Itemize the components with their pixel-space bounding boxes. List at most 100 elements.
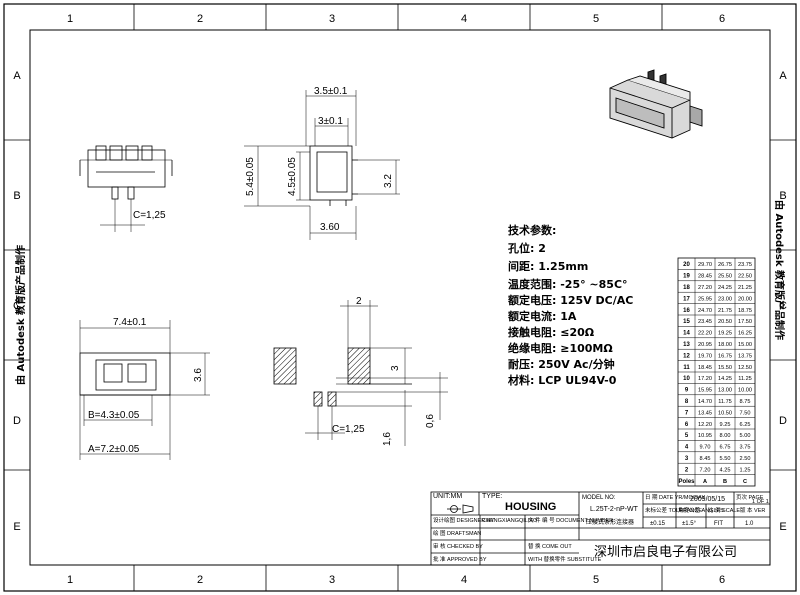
table-cell: 9.70 (700, 445, 711, 451)
dim-3-2: 3.2 (383, 174, 394, 188)
table-cell: 12 (683, 353, 690, 359)
table-cell: 10.95 (698, 433, 712, 439)
tb-date-value: 2009/05/15 (690, 496, 725, 503)
table-cell: 25.50 (718, 274, 732, 280)
table-cell: 18.45 (698, 365, 712, 371)
dim-3-60: 3.60 (320, 222, 340, 233)
tb-come-label: 替 换 COME OUT (528, 542, 572, 550)
table-cell: 13.45 (698, 410, 712, 416)
table-cell: 3 (685, 456, 689, 462)
dim-fp-0-6: 0,6 (425, 414, 436, 428)
table-cell: 16.25 (738, 331, 752, 337)
table-cell: 18 (683, 285, 690, 291)
tb-model-label: MODEL NO: (582, 495, 616, 501)
row-label: A (13, 70, 21, 82)
table-cell: 24.70 (698, 308, 712, 314)
tb-company: 深圳市启良电子有限公司 (594, 544, 737, 560)
table-cell: 13 (683, 342, 690, 348)
table-cell: 23.00 (718, 296, 732, 302)
row-label: A (779, 70, 787, 82)
table-cell: 1.25 (740, 467, 751, 473)
table-cell: 24.25 (718, 285, 732, 291)
table-header-cell: C (743, 479, 747, 485)
row-label: D (779, 415, 787, 427)
tb-page-label: 页次 PAGE (736, 493, 764, 501)
table-cell: 23.75 (738, 262, 752, 268)
spec-line: 额定电压: 125V DC/AC (508, 293, 633, 307)
table-cell: 15.50 (718, 365, 732, 371)
col-label: 3 (329, 13, 335, 25)
table-cell: 5 (685, 433, 689, 439)
spec-line: 额定电流: 1A (508, 309, 577, 323)
table-cell: 20.95 (698, 342, 712, 348)
table-cell: 10 (683, 376, 690, 382)
row-label: E (13, 521, 20, 533)
tb-model-value: L.25T-2-nP-WT (590, 506, 639, 513)
table-cell: 2 (685, 467, 689, 473)
col-label: 4 (461, 13, 467, 25)
table-cell: 9 (685, 388, 689, 394)
tb-approved-label: 批 准 APPROVED BY (433, 555, 487, 563)
tb-angle-label: 角度公差 ANGLES (678, 506, 724, 514)
tb-designer-label: 设计绘图 DESIGNER BY (433, 516, 494, 524)
tb-type-value: HOUSING (505, 501, 556, 513)
tb-date-label: 日 期 DATE YR/MO/DAY (645, 494, 706, 501)
tb-tol-label: 未标公差 TOLERANCE (645, 506, 702, 514)
tb-tol-value: ±0.15 (650, 521, 666, 527)
table-cell: 8.75 (740, 399, 751, 405)
table-cell: 25.95 (698, 296, 712, 302)
dim-a-7-2: A=7.2±0.05 (88, 444, 140, 455)
table-cell: 17 (683, 296, 690, 302)
dim-3-6: 3.6 (193, 368, 204, 382)
table-cell: 18.00 (718, 342, 732, 348)
title-block (430, 491, 771, 566)
zone-ticks (4, 4, 796, 591)
table-cell: 7.20 (700, 467, 711, 473)
tb-unit: UNIT:MM (433, 493, 462, 500)
side-watermark-left: 由 Autodesk 教育版产品制作 (14, 245, 27, 385)
table-cell: 5.50 (720, 456, 731, 462)
dim-b-4-3: B=4.3±0.05 (88, 410, 140, 421)
tb-scale-value: FIT (714, 521, 723, 527)
spec-line: 孔位: 2 (508, 241, 546, 255)
table-cell: 13.75 (738, 353, 752, 359)
table-cell: 19 (683, 274, 690, 280)
table-cell: 6 (685, 422, 689, 428)
table-cell: 20.00 (738, 296, 752, 302)
col-label: 2 (197, 13, 203, 25)
table-cell: 16 (683, 308, 690, 314)
row-label: C (13, 300, 21, 312)
table-cell: 23.45 (698, 319, 712, 325)
column-labels: 1 2 3 4 5 6 1 2 3 4 5 6 (67, 13, 725, 586)
row-labels: A B C D E A B C D E (13, 70, 787, 533)
table-cell: 11 (683, 365, 690, 371)
table-cell: 26.75 (718, 262, 732, 268)
table-cell: 11.25 (738, 376, 752, 382)
table-cell: 3.75 (740, 445, 751, 451)
col-label: 4 (461, 574, 467, 586)
table-cell: 17.20 (698, 376, 712, 382)
tb-scale-label: 比 例 SCALE (708, 506, 740, 514)
dim-fp-1-6: 1,6 (382, 432, 393, 446)
col-label: 5 (593, 574, 599, 586)
table-cell: 20 (683, 262, 690, 268)
tb-page-value: 1 OF 1 (752, 499, 769, 505)
table-cell: 14 (683, 331, 690, 337)
tb-doc-label: 文 件 编 号 DOCUMENT NUMBER (528, 516, 613, 524)
table-cell: 13.00 (718, 388, 732, 394)
spec-line: 绝缘电阻: ≥100MΩ (508, 341, 613, 355)
dim-fp-c: C=1,25 (332, 424, 365, 435)
table-cell: 22.50 (738, 274, 752, 280)
tb-angle-value: ±1.5° (682, 521, 697, 527)
table-cell: 14.25 (718, 376, 732, 382)
dim-3-5: 3.5±0.1 (314, 86, 348, 97)
table-cell: 8.45 (700, 456, 711, 462)
table-cell: 12.20 (698, 422, 712, 428)
row-label: E (779, 521, 786, 533)
tb-product-name: 压接式条形连接器 (586, 518, 634, 526)
dim-4-5: 4.5±0.05 (287, 157, 298, 196)
table-cell: 19.70 (698, 353, 712, 359)
col-label: 5 (593, 13, 599, 25)
